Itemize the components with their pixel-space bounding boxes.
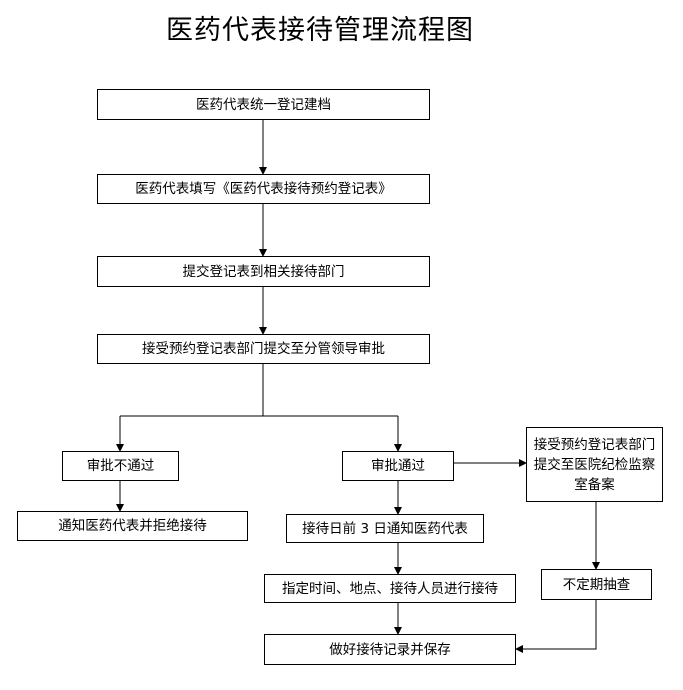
step-notify-reject: 通知医药代表并拒绝接待 [17,511,248,541]
step-notify-before: 接待日前 3 日通知医药代表 [286,514,484,543]
step-arrange-reception: 指定时间、地点、接待人员进行接待 [264,574,516,603]
step-register: 医药代表统一登记建档 [97,89,430,120]
step-leader-approval: 接受预约登记表部门提交至分管领导审批 [97,334,430,364]
decision-reject: 审批不通过 [62,451,179,481]
arrow-check-record [515,600,597,653]
step-submit-form: 提交登记表到相关接待部门 [97,256,430,287]
step-record-save: 做好接待记录并保存 [264,634,516,665]
step-filing-discipline: 接受预约登记表部门提交至医院纪检监察室备案 [526,427,663,502]
step-fill-form: 医药代表填写《医药代表接待预约登记表》 [97,174,430,204]
page-title: 医药代表接待管理流程图 [166,15,474,46]
step-spot-check: 不定期抽查 [541,569,652,600]
decision-approve: 审批通过 [342,451,454,481]
